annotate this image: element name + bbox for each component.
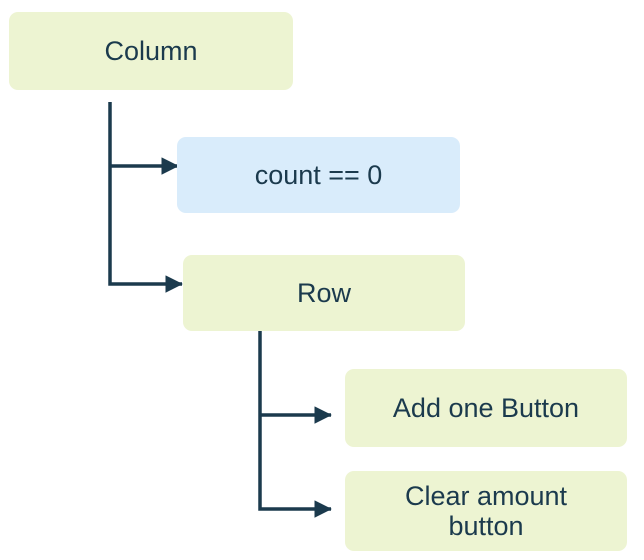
node-row-label: Row [296,277,351,308]
node-column: Column [9,12,293,90]
node-condition-count: count == 0 [177,137,460,213]
edge-column-to-row [108,102,183,293]
node-column-label: Column [104,35,198,66]
edge-row-to-clear-amount [258,331,332,518]
node-clear-amount-button: Clear amount button [345,471,627,551]
node-condition-count-label: count == 0 [254,159,383,190]
node-clear-amount-button-label: Clear amount button [404,480,568,541]
node-add-one-button-label: Add one Button [392,392,580,423]
node-add-one-button: Add one Button [345,369,627,447]
node-row: Row [183,255,465,331]
